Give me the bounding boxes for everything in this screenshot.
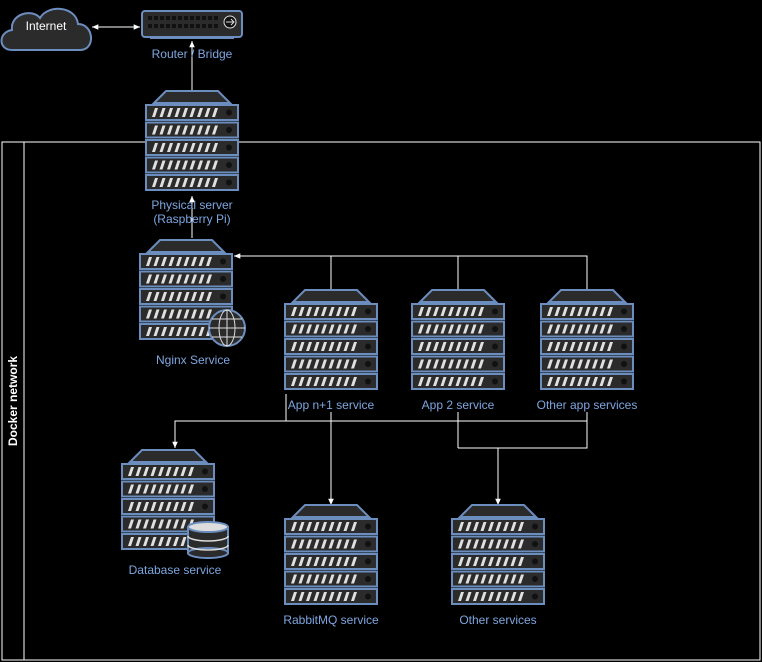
globe-icon [208, 309, 246, 347]
edge-apps-other [458, 412, 588, 505]
node-labels: Router / Bridge Physical server (Raspber… [129, 47, 638, 627]
database-label: Database service [129, 563, 222, 577]
edge-apps-nginx [234, 256, 588, 290]
app2-server-icon [411, 289, 505, 390]
other-services-server-icon [451, 504, 545, 605]
router-label: Router / Bridge [152, 47, 233, 61]
internet-label: Internet [26, 19, 67, 33]
database-icon [187, 521, 229, 559]
other-apps-server-icon [540, 289, 634, 390]
other-apps-label: Other app services [537, 398, 638, 412]
physical-server-icon [145, 90, 239, 191]
rabbitmq-server-icon [284, 504, 378, 605]
physical-server-label: Physical server [151, 198, 232, 212]
connectors [92, 24, 588, 505]
physical-server-sublabel: (Raspberry Pi) [153, 212, 230, 226]
app-n1-server-icon [284, 289, 378, 390]
other-services-label: Other services [459, 613, 536, 627]
app2-label: App 2 service [422, 398, 495, 412]
edge-apps-database [172, 394, 287, 448]
app-n1-label: App n+1 service [288, 398, 375, 412]
rabbitmq-label: RabbitMQ service [283, 613, 379, 627]
nginx-label: Nginx Service [156, 353, 230, 367]
docker-network-container: Docker network [1, 141, 761, 661]
docker-network-label: Docker network [6, 356, 20, 446]
router-icon [141, 10, 243, 39]
cloud-icon: Internet [0, 8, 92, 51]
